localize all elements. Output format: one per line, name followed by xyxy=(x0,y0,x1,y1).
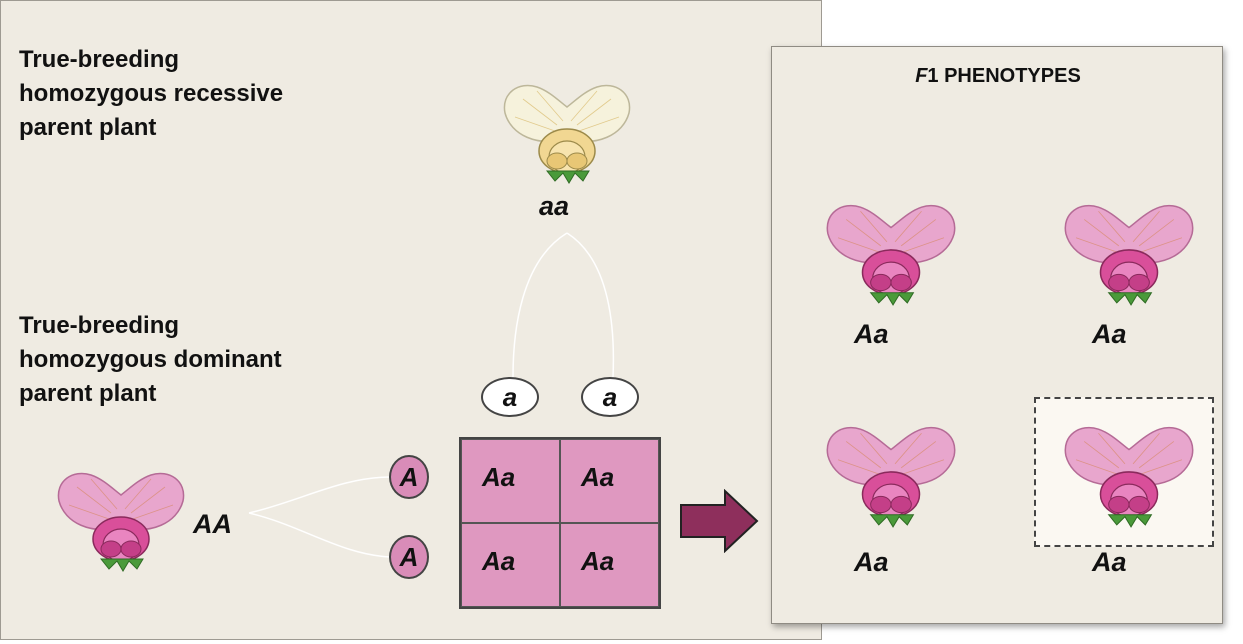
pink-pea-flower-icon xyxy=(826,426,956,528)
dominant-genotype: AA xyxy=(193,509,232,539)
punnett-square: Aa Aa Aa Aa xyxy=(459,437,661,609)
gamete-side-1: A xyxy=(389,455,429,499)
connector-lines xyxy=(248,232,615,558)
gamete-top-2: a xyxy=(581,377,639,417)
punnett-cell: Aa xyxy=(461,523,560,607)
dominant-parent-label: True-breeding homozygous dominant parent… xyxy=(19,312,282,407)
punnett-cell: Aa xyxy=(560,523,659,607)
gamete-top-1: a xyxy=(481,377,539,417)
recessive-genotype: aa xyxy=(539,191,570,221)
pink-pea-flower-icon xyxy=(57,472,185,572)
recessive-parent-label: True-breeding homozygous recessive paren… xyxy=(19,46,284,141)
offspring-genotype-1: Aa xyxy=(854,319,889,349)
offspring-genotype-3: Aa xyxy=(854,547,889,577)
right-arrow-icon xyxy=(680,489,759,553)
pink-pea-flower-icon xyxy=(1064,204,1194,306)
offspring-genotype-4: Aa xyxy=(1092,547,1127,577)
pink-pea-flower-icon xyxy=(826,204,956,306)
offspring-genotype-2: Aa xyxy=(1092,319,1127,349)
phenotypes-title: F1 PHENOTYPES xyxy=(915,65,1081,87)
punnett-cell: Aa xyxy=(560,439,659,523)
punnett-cell: Aa xyxy=(461,439,560,523)
gamete-side-2: A xyxy=(389,535,429,579)
cross-panel: True-breeding homozygous recessive paren… xyxy=(0,0,822,640)
f1-phenotypes-panel: F1 PHENOTYPES Aa Aa Aa Aa xyxy=(771,46,1223,624)
pink-pea-flower-icon xyxy=(1064,426,1194,528)
white-pea-flower-icon xyxy=(503,84,631,184)
